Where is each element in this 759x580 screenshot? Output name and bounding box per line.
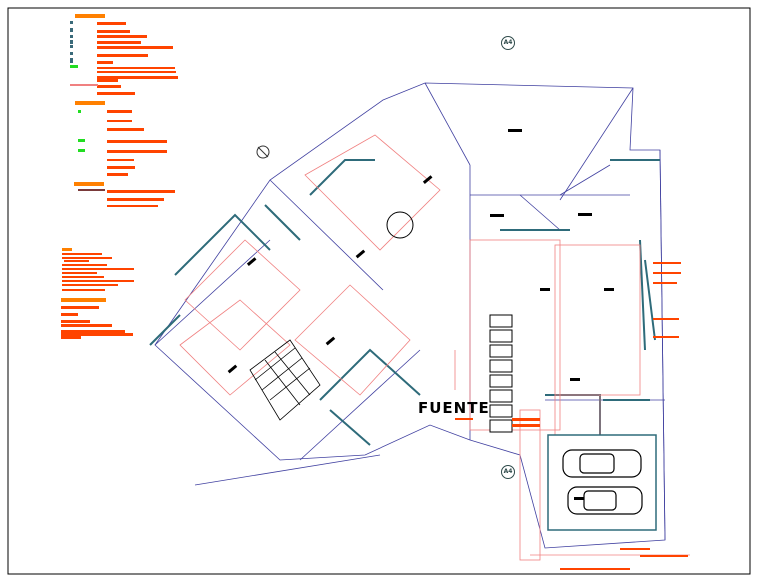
- general-notes: [61, 248, 134, 339]
- room-tags: [227, 129, 614, 500]
- north-arrow-icon: [256, 145, 270, 159]
- legend: [70, 14, 178, 207]
- sheet-border: [7, 7, 751, 575]
- callouts: [455, 262, 688, 570]
- walls: [149, 159, 660, 446]
- steps: [489, 314, 513, 433]
- fuente-label: FUENTE: [418, 399, 490, 417]
- section-marker-bottom: A4: [501, 465, 515, 479]
- car-icon: [567, 486, 643, 515]
- terrace-grid: [249, 339, 321, 421]
- section-marker-top: A4: [501, 36, 515, 50]
- car-icon: [562, 449, 642, 478]
- roof-outline: [154, 82, 666, 549]
- tub: [386, 211, 414, 239]
- garage: [547, 434, 657, 531]
